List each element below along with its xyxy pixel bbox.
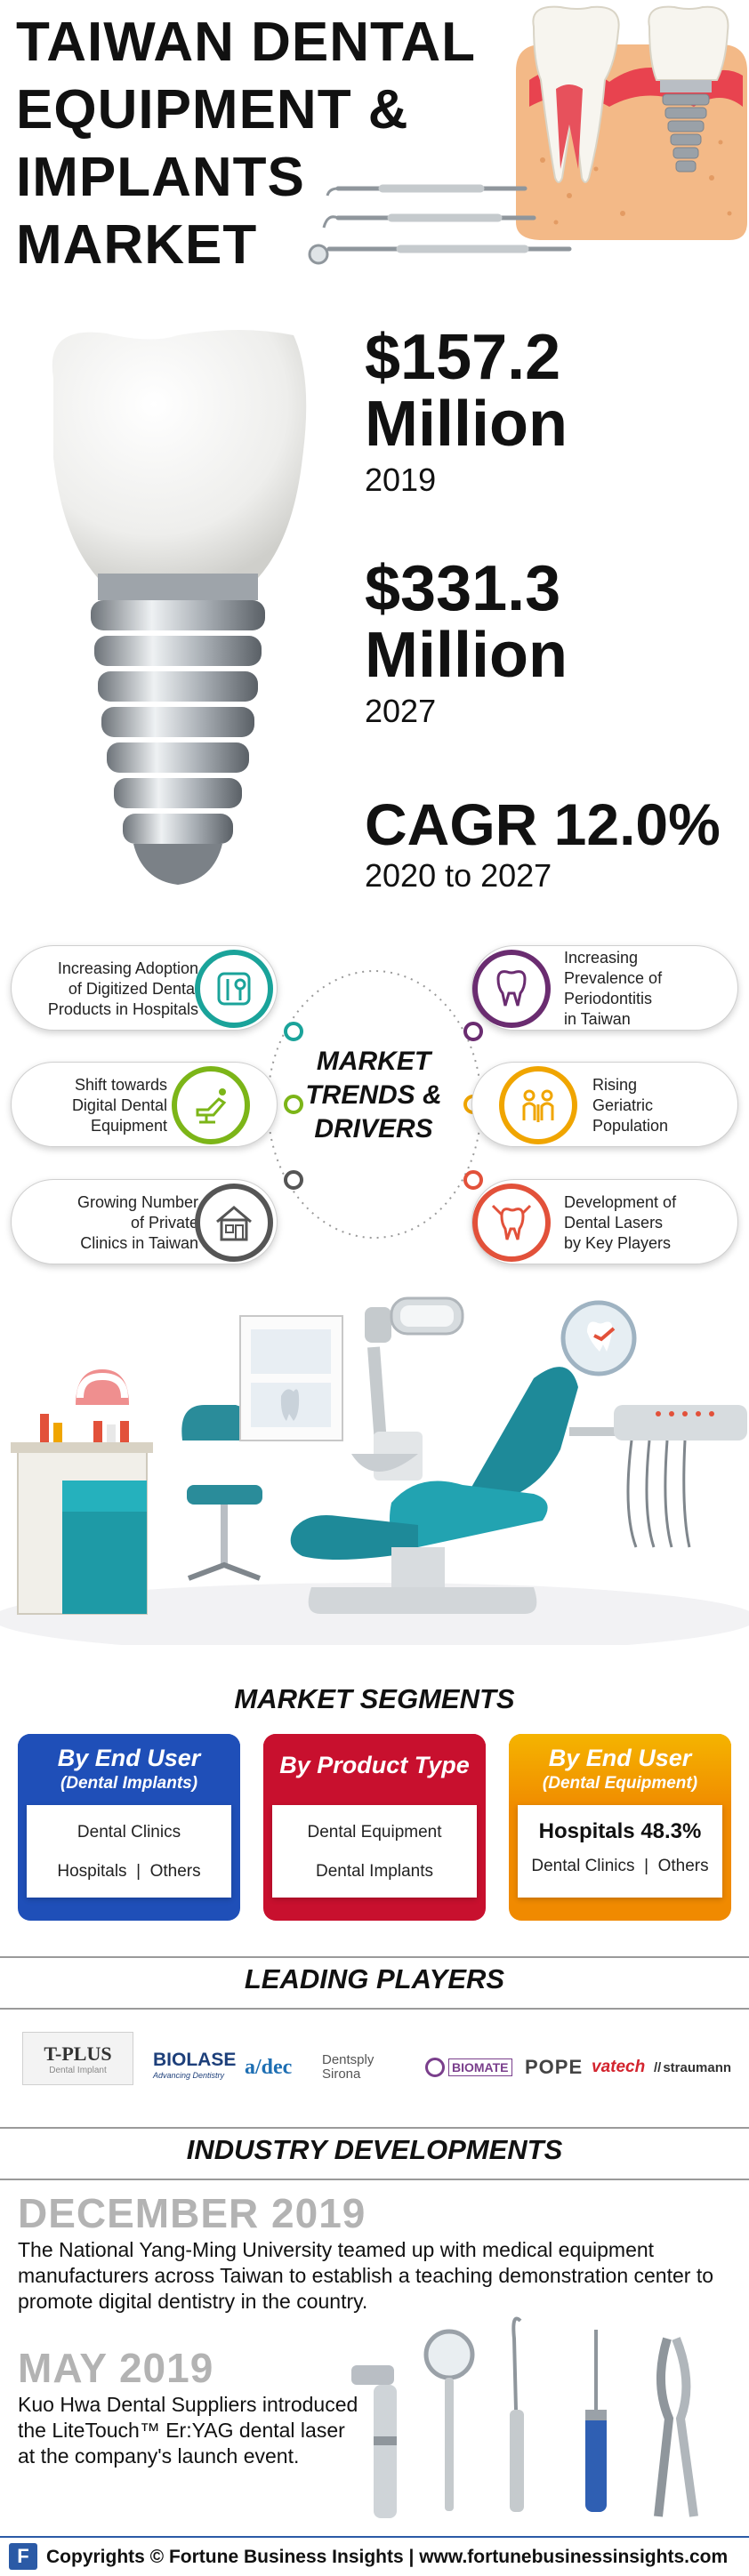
divider: [0, 2008, 749, 2010]
stat-2019-year: 2019: [365, 461, 437, 498]
trend-text: Shift towards Digital Dental Equipment: [71, 1075, 167, 1135]
trend-card-dental-lasers: Development of Dental Lasers by Key Play…: [471, 1179, 738, 1264]
stat-cagr-period: 2020 to 2027: [365, 857, 552, 894]
segment-heading: By End User: [57, 1745, 201, 1771]
development-date: MAY 2019: [18, 2345, 214, 2391]
segment-line-2: Hospitals | Others: [57, 1862, 201, 1881]
stat-cagr: CAGR 12.0%: [365, 791, 721, 857]
logo-dentsply-sirona: Dentsply Sirona: [322, 2052, 374, 2082]
footer-divider: [0, 2536, 749, 2538]
players-title: LEADING PLAYERS: [244, 1963, 505, 1994]
footer-copyright[interactable]: Copyrights © Fortune Business Insights |…: [46, 2547, 729, 2567]
segment-subheading: (Dental Implants): [60, 1774, 198, 1793]
straumann-mark-icon: //: [654, 2059, 662, 2075]
dental-office-illustration: [0, 1296, 749, 1645]
segment-line-2: Dental Implants: [315, 1862, 433, 1881]
elderly-people-icon: [499, 1066, 577, 1144]
development-date: DECEMBER 2019: [18, 2190, 366, 2236]
logo-tplus: T-PLUS Dental Implant: [22, 2032, 133, 2085]
trend-text: Development of Dental Lasers by Key Play…: [564, 1192, 677, 1252]
segments-title: MARKET SEGMENTS: [234, 1683, 515, 1714]
development-text: The National Yang-Ming University teamed…: [18, 2238, 713, 2313]
segment-line-2: Dental Clinics | Others: [531, 1857, 709, 1875]
trend-card-periodontitis: Increasing Prevalence of Periodontitis i…: [471, 945, 738, 1031]
laser-tooth-icon: [472, 1184, 551, 1262]
segment-card-end-user-equipment: By End User (Dental Equipment) Hospitals…: [509, 1734, 731, 1921]
dental-instruments-illustration: [351, 2316, 698, 2518]
logo-pope: POPE: [525, 2056, 584, 2078]
stat-2027-year: 2027: [365, 693, 437, 729]
segment-card-end-user-implants: By End User (Dental Implants) Dental Cli…: [18, 1734, 240, 1921]
trend-card-digitized-products: Increasing Adoption of Digitized Dental …: [11, 945, 278, 1031]
segment-line-1: Hospitals 48.3%: [538, 1819, 702, 1843]
trend-card-digital-equipment: Shift towards Digital Dental Equipment: [11, 1062, 278, 1147]
biomate-mark-icon: [425, 2058, 445, 2077]
trend-text: Rising Geriatric Population: [592, 1075, 669, 1135]
segment-subheading: (Dental Equipment): [542, 1774, 698, 1793]
segment-heading: By End User: [548, 1745, 692, 1771]
dental-implant-illustration: [52, 330, 307, 885]
trend-text: Growing Number of Private Clinics in Tai…: [77, 1192, 198, 1252]
fbi-logo-icon: F: [9, 2543, 37, 2570]
logo-adec: a/dec: [245, 2055, 293, 2079]
clinic-icon: [195, 1184, 273, 1262]
stat-2019-unit: Million: [365, 389, 568, 460]
segment-card-product-type: By Product Type Dental Equipment Dental …: [263, 1734, 486, 1921]
page-title: TAIWAN DENTAL EQUIPMENT & IMPLANTS MARKE…: [16, 12, 476, 276]
tooth-implant-illustration: [308, 5, 747, 265]
divider: [0, 1956, 749, 1958]
trend-card-geriatric: Rising Geriatric Population: [471, 1062, 738, 1147]
stat-2019-value: $157.2: [365, 322, 561, 393]
logo-biolase: BIOLASE Advancing Dentistry: [153, 2050, 237, 2080]
trend-card-private-clinics: Growing Number of Private Clinics in Tai…: [11, 1179, 278, 1264]
segment-heading: By Product Type: [279, 1752, 470, 1778]
developments-title: INDUSTRY DEVELOPMENTS: [186, 2134, 563, 2165]
logo-straumann: //straumann: [654, 2059, 732, 2075]
logo-vatech: vatech: [592, 2058, 646, 2076]
stat-2027-unit: Million: [365, 620, 568, 691]
dental-chair-icon: [172, 1066, 250, 1144]
trend-text: Increasing Prevalence of Periodontitis i…: [564, 949, 663, 1028]
segment-line-1: Dental Clinics: [77, 1823, 181, 1842]
divider: [0, 2179, 749, 2180]
development-text: Kuo Hwa Dental Suppliers introduced the …: [18, 2393, 358, 2468]
tooth-gum-icon: [472, 950, 551, 1028]
trends-title: MARKET TRENDS & DRIVERS: [305, 1047, 442, 1144]
divider: [0, 2127, 749, 2129]
segment-line-1: Dental Equipment: [307, 1823, 442, 1842]
trend-text: Increasing Adoption of Digitized Dental …: [47, 959, 198, 1018]
stat-2027-value: $331.3: [365, 553, 561, 624]
logo-biomate: BIOMATE: [425, 2050, 512, 2085]
dental-tools-icon: [195, 950, 273, 1028]
